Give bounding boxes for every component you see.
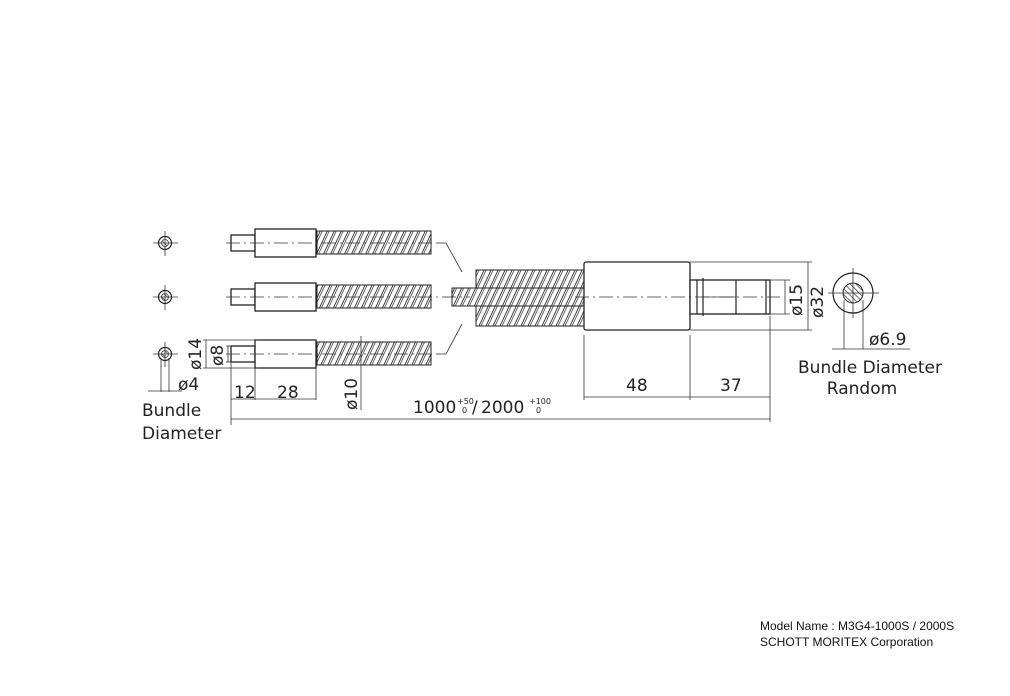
dim-connector-length: 37 bbox=[720, 376, 742, 396]
annotations: Bundle Diameter Bundle Diameter Random bbox=[142, 358, 942, 444]
dim-left-bundle-diameter: ø4 bbox=[178, 375, 199, 395]
end-view-circle-right bbox=[828, 268, 910, 350]
dim-body-diameter: ø32 bbox=[808, 286, 828, 318]
dimension-labels: 12 28 ø10 ø14 ø8 ø4 1000 +50 0 / 2000 +1… bbox=[178, 284, 906, 418]
dim-right-bundle-diameter: ø6.9 bbox=[869, 330, 906, 350]
bundled-tubes bbox=[451, 269, 586, 327]
tolerance-plus: +100 bbox=[529, 397, 551, 406]
dim-ferrule-diameter: ø14 bbox=[186, 338, 206, 370]
dim-total-length-1: 1000 bbox=[413, 398, 456, 418]
dim-ferrule-length: 28 bbox=[277, 383, 299, 403]
company-name: SCHOTT MORITEX Corporation bbox=[760, 635, 934, 649]
model-name: Model Name : M3G4-1000S / 2000S bbox=[760, 619, 955, 633]
right-bundle-label-1: Bundle Diameter bbox=[798, 358, 942, 378]
fiber-branches bbox=[226, 228, 470, 369]
branch-bottom bbox=[226, 339, 440, 369]
common-end bbox=[575, 261, 780, 331]
tolerance-minus: 0 bbox=[462, 406, 467, 415]
right-bundle-label-2: Random bbox=[827, 379, 897, 399]
left-bundle-label-2: Diameter bbox=[142, 424, 221, 444]
dim-total-length-2: 2000 bbox=[481, 398, 524, 418]
dim-tube-diameter: ø10 bbox=[342, 378, 362, 410]
dim-tip-length: 12 bbox=[234, 383, 256, 403]
dimension-lines bbox=[203, 261, 812, 425]
dim-body-length: 48 bbox=[626, 376, 648, 396]
end-view-circles-left bbox=[148, 231, 182, 392]
branch-top bbox=[226, 228, 440, 258]
dim-tip-diameter: ø8 bbox=[208, 345, 228, 366]
tolerance-plus: +50 bbox=[457, 397, 474, 406]
tolerance-minus: 0 bbox=[536, 406, 541, 415]
left-bundle-label-1: Bundle bbox=[142, 401, 201, 421]
dim-connector-diameter: ø15 bbox=[787, 284, 807, 316]
length-separator: / bbox=[472, 398, 478, 418]
branch-middle bbox=[226, 282, 470, 312]
